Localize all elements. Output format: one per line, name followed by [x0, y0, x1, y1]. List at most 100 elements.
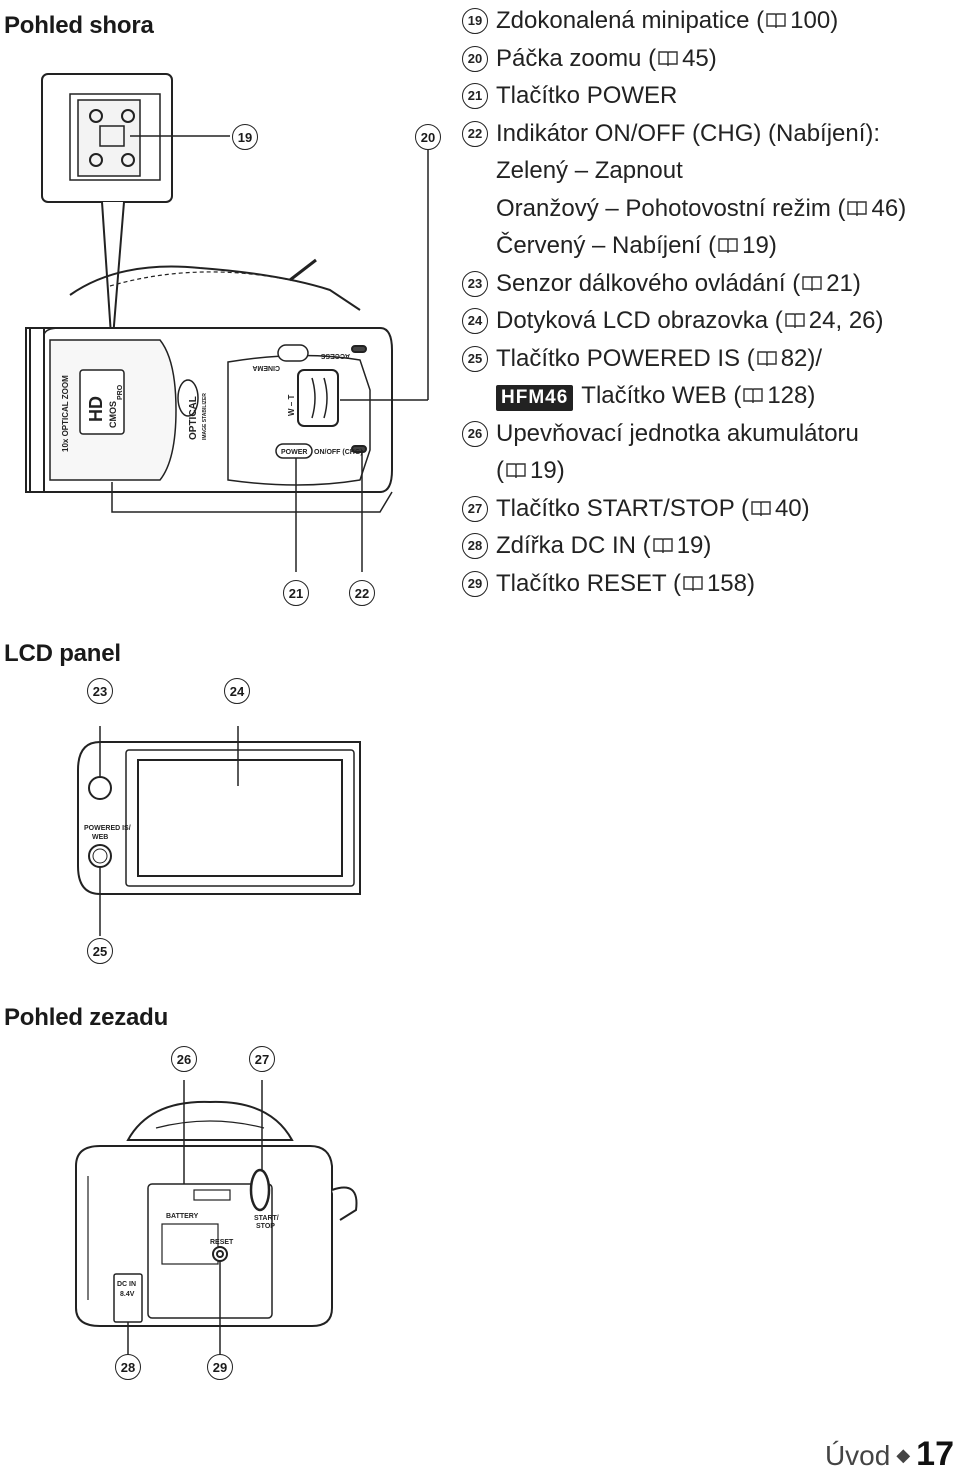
callout-29: 29 [207, 1354, 233, 1380]
item-text: Červený – Nabíjení ( [496, 232, 717, 259]
label-optical-zoom: 10x OPTICAL ZOOM [61, 375, 70, 452]
callout-26: 26 [171, 1046, 197, 1072]
item-line: Tlačítko POWER [496, 77, 960, 115]
item-text: ) [703, 532, 712, 559]
item-text: )/ [807, 344, 823, 372]
item-text: ) [768, 232, 777, 259]
item-number-badge: 21 [462, 83, 488, 109]
page-reference: 21 [826, 269, 853, 297]
list-item: 28 Zdířka DC IN (19) [462, 527, 960, 565]
page-reference: 100 [790, 7, 831, 34]
page-reference: 19 [742, 232, 769, 259]
item-number-badge: 26 [462, 420, 488, 447]
item-text: ) [556, 457, 565, 484]
label-hd: HD [86, 396, 106, 422]
book-icon [683, 567, 703, 591]
item-number-badge: 28 [462, 533, 488, 559]
item-number-badge: 23 [462, 270, 488, 297]
item-text: Zdokonalená minipatice ( [496, 7, 765, 34]
book-icon [718, 229, 738, 254]
book-icon [751, 492, 771, 516]
item-text: ) [875, 307, 884, 334]
callout-28: 28 [115, 1354, 141, 1380]
book-icon [847, 192, 868, 216]
page-reference: 24, 26 [808, 307, 876, 334]
item-description: Upevňovací jednotka akumulátoru (19) [496, 415, 960, 490]
item-line: Páčka zoomu (45) [496, 40, 960, 78]
page-reference: 45 [682, 44, 709, 72]
page-reference: 19 [676, 532, 704, 559]
section-heading-lcd-panel: LCD panel [4, 640, 121, 667]
item-line: Zelený – Zapnout [496, 152, 960, 190]
item-number-badge: 24 [462, 308, 488, 334]
section-heading-rear-view: Pohled zezadu [4, 1004, 169, 1031]
book-icon [658, 42, 678, 66]
label-web: WEB [92, 834, 108, 841]
label-access: ACCESS [320, 352, 350, 359]
item-text: Indikátor ON/OFF (CHG) (Nabíjení): [496, 119, 881, 147]
item-description: Dotyková LCD obrazovka ( 24, 26) [496, 302, 960, 340]
page-reference: 40 [774, 494, 802, 522]
page-number: 17 [916, 1435, 954, 1473]
label-start-stop-2: STOP [256, 1223, 275, 1230]
item-text: Tlačítko POWER [496, 82, 678, 109]
item-text: Dotyková LCD obrazovka ( [496, 307, 783, 334]
item-line: Červený – Nabíjení ( 19) [496, 227, 960, 265]
callout-25: 25 [87, 938, 113, 964]
item-text: Tlačítko START/STOP ( [496, 494, 749, 522]
list-item: 24 Dotyková LCD obrazovka ( 24, 26) [462, 302, 960, 340]
item-text: Upevňovací jednotka akumulátoru [496, 419, 859, 447]
list-item: 26 Upevňovací jednotka akumulátoru (19) [462, 415, 960, 490]
item-line: Tlačítko START/STOP (40) [496, 490, 960, 528]
item-description: Senzor dálkového ovládání ( 21) [496, 265, 960, 303]
label-reset: RESET [210, 1239, 234, 1246]
item-number-badge: 27 [462, 495, 488, 522]
callout-24: 24 [224, 678, 250, 704]
page-reference: 158 [706, 569, 747, 597]
item-line: Upevňovací jednotka akumulátoru [496, 415, 960, 453]
item-line: Dotyková LCD obrazovka ( 24, 26) [496, 302, 960, 340]
page-reference: 128 [767, 382, 808, 409]
item-line: (19) [496, 452, 960, 490]
callout-20: 20 [415, 124, 441, 150]
item-line: Oranžový – Pohotovostní režim (46) [496, 190, 960, 228]
item-text: ( [496, 457, 504, 484]
callout-19: 19 [232, 124, 258, 150]
item-line: Zdokonalená minipatice ( 100) [496, 2, 960, 40]
diamond-icon: ◆ [896, 1445, 911, 1465]
camera-top-view-diagram: 10x OPTICAL ZOOM HD CMOS PRO OPTICAL IMA… [25, 73, 429, 572]
item-text: Zelený – Zapnout [496, 157, 683, 184]
list-item: 22 Indikátor ON/OFF (CHG) (Nabíjení): Zele… [462, 115, 960, 265]
label-powered-is: POWERED IS/ [84, 825, 131, 832]
label-cmos: CMOS [108, 401, 118, 428]
callout-27: 27 [249, 1046, 275, 1072]
item-description: Zdířka DC IN (19) [496, 527, 960, 565]
label-onoff: ON/OFF (CHG) [314, 449, 363, 456]
label-image-stabilizer: IMAGE STABILIZER [202, 393, 208, 440]
label-start-stop-1: START/ [254, 1215, 279, 1222]
item-description: Zdokonalená minipatice ( 100) [496, 2, 960, 40]
item-text: Tlačítko WEB ( [581, 382, 742, 409]
label-dc-in: DC IN [117, 1281, 136, 1288]
item-line: Tlačítko RESET (158) [496, 565, 960, 603]
item-text: ) [830, 7, 839, 34]
callout-22: 22 [349, 580, 375, 606]
label-battery: BATTERY [166, 1213, 199, 1220]
item-description: Tlačítko POWER [496, 77, 960, 115]
item-description: Tlačítko RESET (158) [496, 565, 960, 603]
item-text: ) [852, 269, 861, 297]
callout-21: 21 [283, 580, 309, 606]
item-number-badge: 22 [462, 120, 488, 147]
book-icon [757, 342, 777, 366]
lcd-panel-diagram: POWERED IS/ WEB [77, 726, 361, 936]
book-icon [743, 379, 764, 404]
item-number-badge: 20 [462, 45, 488, 72]
item-text: Senzor dálkového ovládání ( [496, 269, 801, 297]
item-line: Tlačítko POWERED IS (82)/ [496, 340, 960, 378]
label-wt: W – T [287, 395, 296, 416]
label-power: POWER [281, 449, 307, 456]
